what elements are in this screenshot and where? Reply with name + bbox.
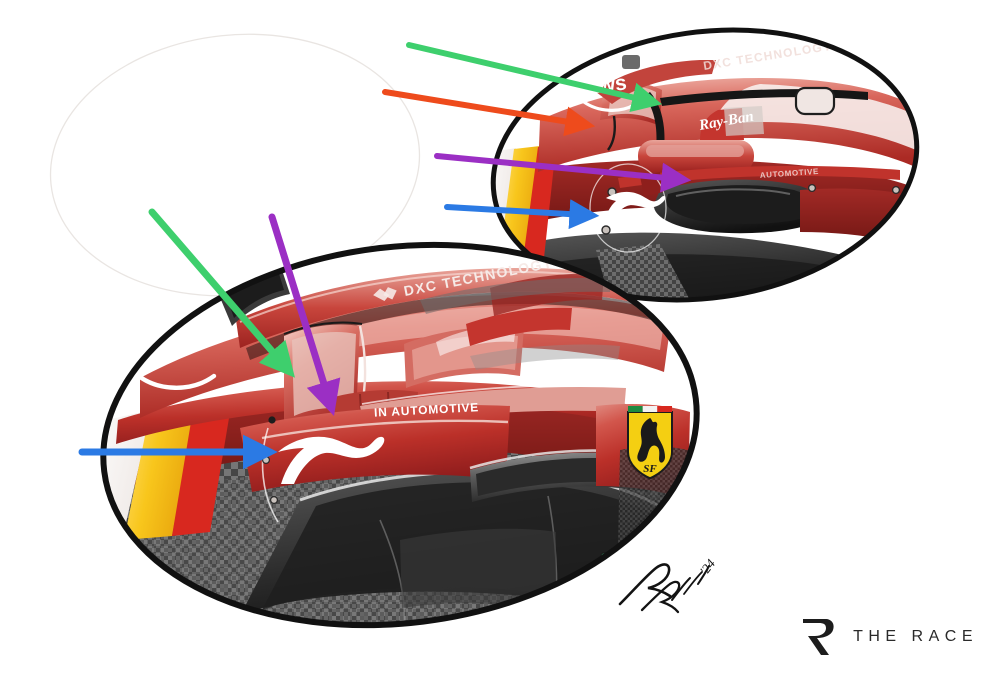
annotation-arrow-purple-lower (268, 213, 341, 417)
the-race-brand-lockup: THE RACE (799, 615, 978, 659)
annotation-arrow-blue-upper (444, 199, 600, 230)
automotive-decal-upper: AUTOMOTIVE (760, 167, 820, 180)
livery-yellow-stripe-spanish-flag (124, 404, 196, 540)
annotation-arrow-purple-upper (434, 153, 692, 193)
aws-smile-arrow (133, 371, 217, 390)
mirror-glass (724, 106, 764, 136)
fastener (262, 456, 271, 465)
svg-text:IN AUTOMOTIVE: IN AUTOMOTIVE (374, 400, 480, 419)
annotation-arrow-red-upper (382, 89, 596, 137)
lower-detail-ellipse: SF aws DXC TECHNOLOGY IN AUTOMOTIVE (82, 240, 719, 640)
annotation-arrows (78, 42, 692, 470)
mirror-stay (644, 92, 665, 150)
puma-logo (604, 191, 666, 224)
puma-logo (278, 436, 385, 484)
automotive-decal: IN AUTOMOTIVE (374, 400, 480, 419)
livery-red-stripe-spanish-flag (523, 146, 556, 260)
sidepod-inlet-lip (261, 419, 509, 440)
fastener (807, 183, 817, 193)
lower-ellipse-border (100, 241, 700, 629)
engine-cover-highlight (712, 84, 918, 150)
fastener (268, 416, 276, 424)
annotation-arrow-green-lower (148, 208, 295, 378)
ferrari-shield-badge: SF (627, 406, 673, 480)
fastener (270, 496, 279, 505)
svg-text:SF: SF (643, 463, 657, 475)
upper-ellipse-border (490, 27, 920, 303)
livery-red-stripe-spanish-flag (172, 400, 232, 536)
the-race-r-logo (803, 619, 834, 655)
fastener (601, 225, 611, 235)
fastener (891, 185, 901, 195)
cooling-outlet-vent (794, 86, 836, 116)
airbox-vent (622, 55, 640, 69)
rear-structure (466, 307, 572, 346)
the-race-wordmark: THE RACE (853, 628, 978, 645)
annotation-arrow-green-upper (406, 42, 663, 113)
pitot-probe (607, 115, 616, 151)
wing-shadow (420, 277, 612, 314)
